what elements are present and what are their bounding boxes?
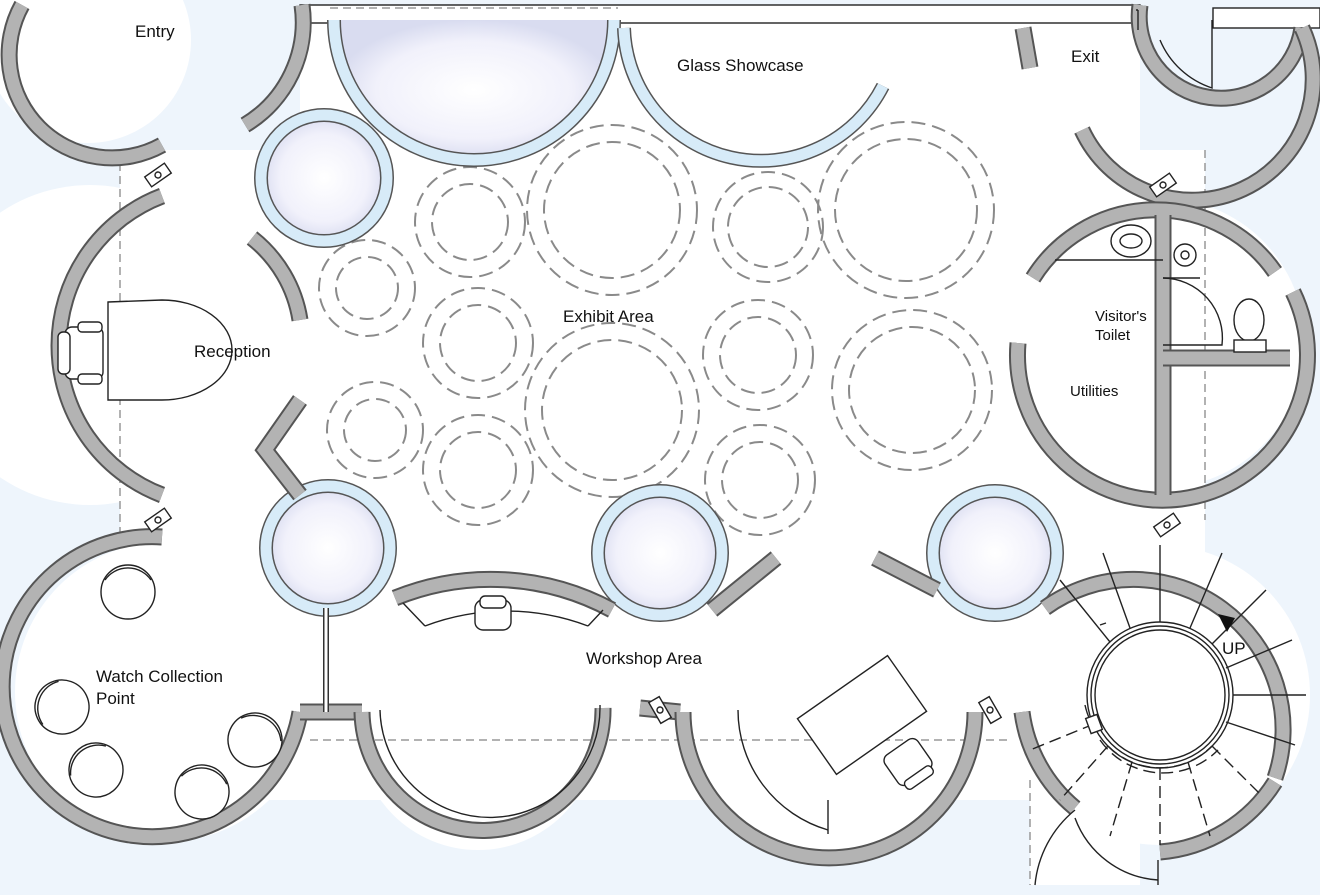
reception-desk bbox=[57, 299, 233, 401]
up-arrow-icon bbox=[1218, 614, 1235, 632]
toilet-fixtures bbox=[1110, 224, 1267, 353]
label-watch-collection-2: Point bbox=[96, 689, 135, 708]
partitions bbox=[323, 259, 1200, 712]
label-exit: Exit bbox=[1071, 47, 1100, 66]
workshop-counter bbox=[402, 595, 604, 631]
label-exhibit-area: Exhibit Area bbox=[563, 307, 654, 326]
watch-collection-chairs bbox=[34, 564, 283, 820]
workshop-desk bbox=[796, 654, 935, 790]
label-entry: Entry bbox=[135, 22, 175, 41]
label-watch-collection-1: Watch Collection bbox=[96, 667, 223, 686]
room-labels: Entry Glass Showcase Exit Reception Exhi… bbox=[96, 22, 1246, 708]
walls bbox=[0, 0, 1320, 867]
label-reception: Reception bbox=[194, 342, 271, 361]
top-wall-strip bbox=[299, 4, 1320, 29]
doors bbox=[379, 9, 1224, 886]
label-utilities: Utilities bbox=[1070, 383, 1118, 400]
label-visitors-toilet-1: Visitor's bbox=[1095, 308, 1147, 325]
hinge-markers bbox=[143, 162, 1182, 725]
spiral-staircase bbox=[1029, 545, 1306, 845]
label-up: UP bbox=[1222, 639, 1246, 658]
label-glass-showcase: Glass Showcase bbox=[677, 56, 804, 75]
label-workshop-area: Workshop Area bbox=[586, 649, 702, 668]
exhibit-displays bbox=[318, 121, 995, 536]
glass-showcase-domes bbox=[327, 19, 890, 168]
label-visitors-toilet-2: Toilet bbox=[1095, 327, 1131, 344]
